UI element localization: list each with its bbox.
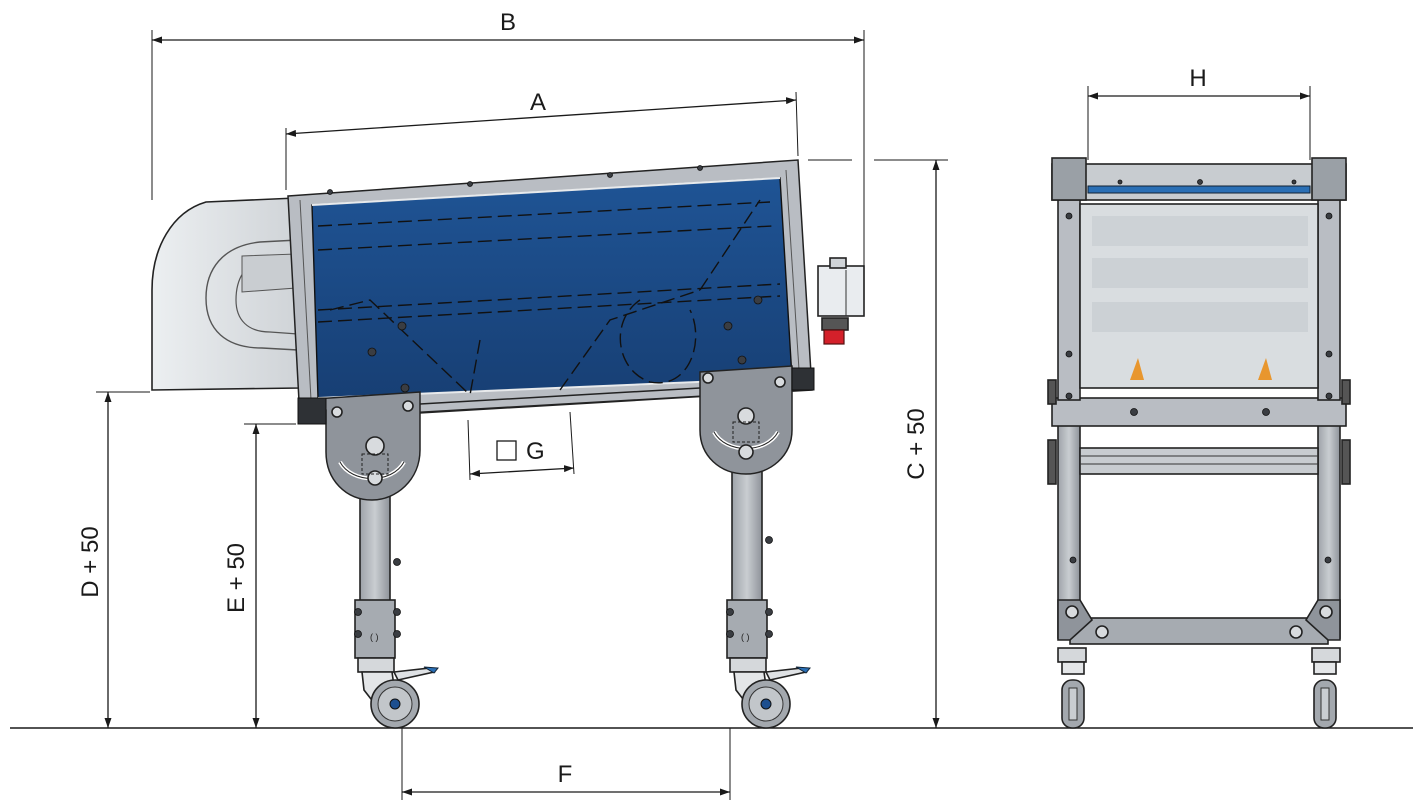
svg-text:( ): ( ): [370, 632, 379, 642]
dim-label-a: A: [530, 89, 546, 116]
side-view: ( ) ( ): [151, 159, 865, 729]
dimension-C: C + 50: [808, 159, 948, 728]
rear-pivot-plate: [699, 365, 815, 475]
dim-label-d: D + 50: [77, 526, 104, 597]
svg-text:( ): ( ): [741, 632, 750, 642]
front-caster: [357, 657, 439, 729]
emergency-stop-icon: [823, 329, 845, 345]
conveyor-body: [287, 159, 813, 421]
dim-label-c: C + 50: [903, 408, 930, 479]
warning-mark-left: [1130, 358, 1144, 380]
dim-label-e: E + 50: [223, 543, 250, 613]
dim-label-f: F: [558, 761, 573, 788]
dim-label-b: B: [500, 9, 516, 36]
blue-top-strip: [1087, 185, 1311, 194]
dim-label-g: G: [526, 438, 545, 465]
dimension-D: D + 50: [77, 391, 150, 728]
warning-mark-right: [1258, 358, 1272, 380]
dimension-G: G: [467, 411, 575, 481]
hopper: [151, 197, 301, 391]
rear-caster: [729, 657, 811, 729]
square-symbol-icon: [496, 440, 517, 461]
dimension-H: H: [1087, 65, 1311, 160]
rear-leg: ( ): [726, 454, 773, 659]
dimension-F: F: [401, 728, 731, 800]
front-view: [1047, 157, 1351, 729]
dimension-A: A: [285, 89, 799, 190]
dimension-B: B: [151, 9, 865, 300]
dim-label-h: H: [1189, 65, 1206, 92]
dimension-E: E + 50: [223, 423, 296, 728]
front-pivot-plate: [297, 391, 421, 501]
control-box: [817, 257, 865, 345]
